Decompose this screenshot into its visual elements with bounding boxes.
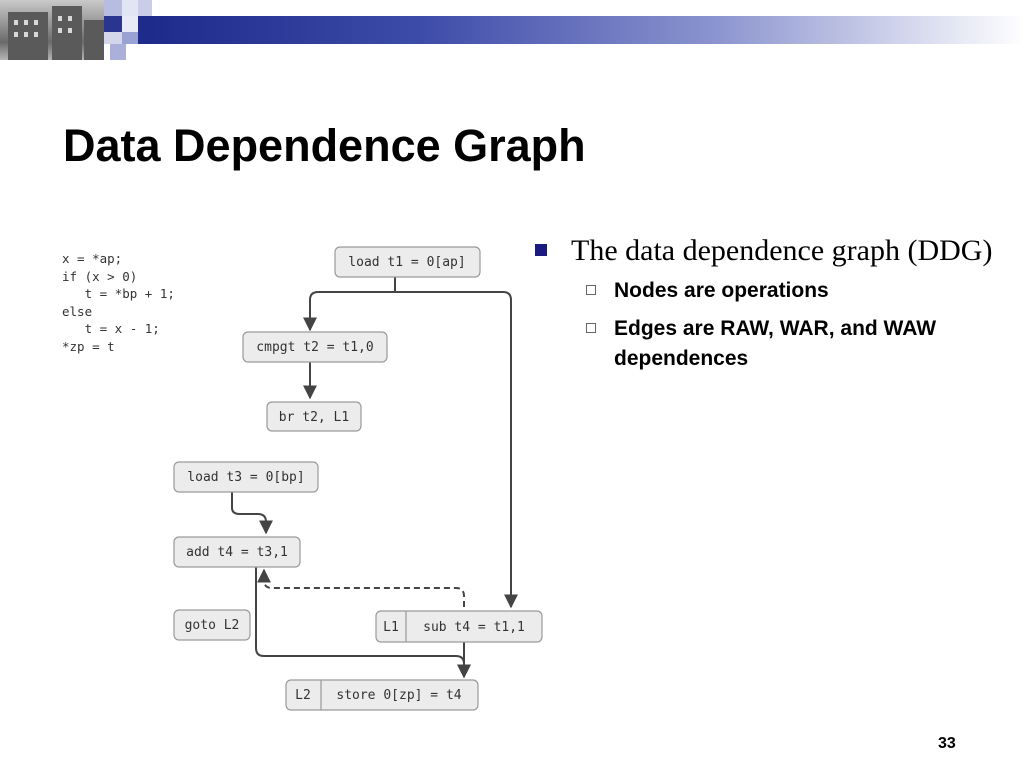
square-bullet-icon xyxy=(535,244,547,256)
sub-bullet-text: Edges are RAW, WAR, and WAW dependences xyxy=(614,317,937,370)
node-text: br t2, L1 xyxy=(279,410,349,425)
sub-bullet-item: Nodes are operations xyxy=(533,276,1003,306)
edge-n4-n5 xyxy=(231,492,273,535)
ddg-node-n2: cmpgt t2 = t1,0 xyxy=(242,331,388,363)
code-line: x = *ap; xyxy=(62,251,123,266)
decor-square xyxy=(138,0,152,16)
bullet-list: The data dependence graph (DDG) Nodes ar… xyxy=(533,232,1003,374)
code-line: t = *bp + 1; xyxy=(62,286,175,301)
node-text: sub t4 = t1,1 xyxy=(423,620,525,635)
header-gradient-bar xyxy=(152,16,1024,44)
ddg-node-n8: L2 store 0[zp] = t4 xyxy=(285,679,479,711)
decor-square xyxy=(122,0,138,16)
node-text: store 0[zp] = t4 xyxy=(336,688,461,703)
ddg-node-n4: load t3 = 0[bp] xyxy=(173,461,319,493)
node-label-text: L2 xyxy=(295,688,311,703)
decor-square xyxy=(122,32,138,44)
node-text: load t1 = 0[ap] xyxy=(348,255,465,270)
node-text: cmpgt t2 = t1,0 xyxy=(256,340,373,355)
code-line: else xyxy=(62,303,93,319)
decor-square xyxy=(104,32,122,44)
ddg-node-n6: goto L2 xyxy=(173,609,251,641)
decor-square xyxy=(104,0,122,16)
code-line: if (x > 0) xyxy=(62,268,138,284)
ddg-node-n5: add t4 = t3,1 xyxy=(173,536,301,568)
ddg-node-n1: load t1 = 0[ap] xyxy=(334,246,481,278)
node-text: goto L2 xyxy=(185,618,240,633)
ddg-edges xyxy=(231,277,518,679)
node-label-text: L1 xyxy=(383,620,399,635)
node-text: add t4 = t3,1 xyxy=(186,545,288,560)
slide-title: Data Dependence Graph xyxy=(63,120,586,171)
edge-n1-n2 xyxy=(303,277,396,332)
decor-square xyxy=(138,16,152,44)
bullet-text: The data dependence graph (DDG) xyxy=(571,234,993,267)
decor-square xyxy=(110,44,126,60)
hollow-square-bullet-icon xyxy=(586,323,596,333)
ddg-node-n3: br t2, L1 xyxy=(266,401,362,432)
campus-building-photo xyxy=(0,0,104,60)
sub-bullet-text: Nodes are operations xyxy=(614,279,829,302)
sub-bullet-item: Edges are RAW, WAR, and WAW dependences xyxy=(533,314,1003,374)
decor-square xyxy=(104,16,122,32)
code-listing: x = *ap; if (x > 0) t = *bp + 1; else t … xyxy=(62,250,175,355)
edge-n1-n7 xyxy=(395,291,518,609)
bullet-item: The data dependence graph (DDG) xyxy=(533,232,1003,270)
code-line: *zp = t xyxy=(62,338,115,354)
hollow-square-bullet-icon xyxy=(586,285,596,295)
decor-square xyxy=(122,16,138,32)
page-number: 33 xyxy=(938,735,956,752)
ddg-node-n7: L1 sub t4 = t1,1 xyxy=(375,610,543,643)
edge-n7-n5-war xyxy=(257,568,465,607)
node-text: load t3 = 0[bp] xyxy=(187,470,304,485)
header-banner xyxy=(0,0,1024,62)
code-line: t = x - 1; xyxy=(62,321,160,336)
